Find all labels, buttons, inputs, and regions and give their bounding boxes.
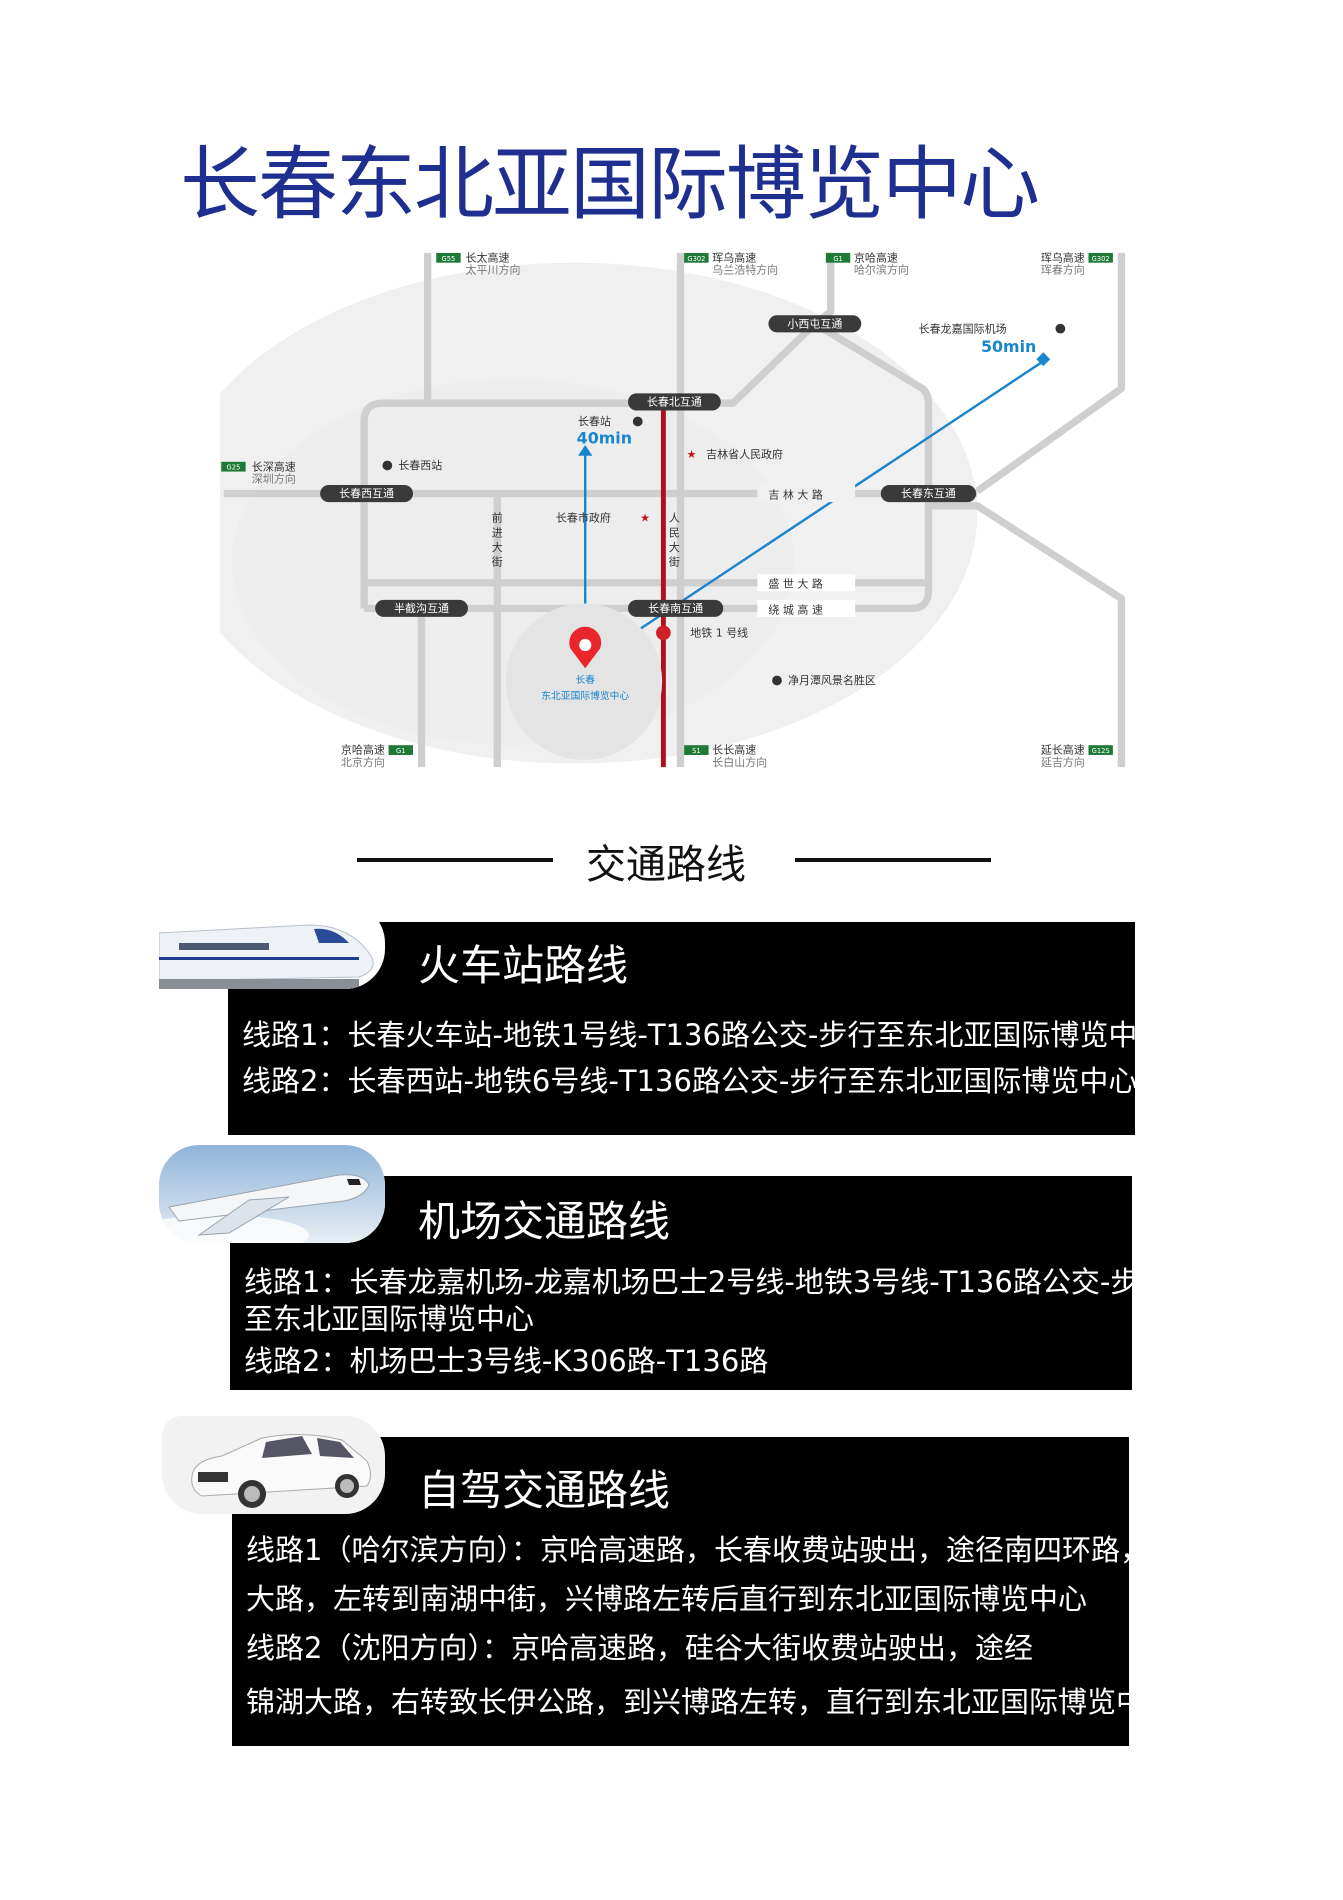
svg-text:长春南互通: 长春南互通 bbox=[648, 602, 703, 615]
train-station-icon bbox=[382, 460, 393, 471]
route-line: 线路2：长春西站-地铁6号线-T136路公交-步行至东北亚国际博览中心 bbox=[242, 1064, 1138, 1098]
road-raocheng: 绕 城 高 速 bbox=[768, 602, 822, 616]
section-title: 交通路线 bbox=[586, 842, 746, 888]
section-header: 交通路线 bbox=[0, 828, 1343, 888]
highway-badge bbox=[388, 745, 413, 755]
divider bbox=[795, 858, 991, 862]
svg-text:小西屯互通: 小西屯互通 bbox=[787, 317, 842, 330]
poi-station: 长春站 bbox=[578, 414, 611, 428]
road-jilin: 吉 林 大 路 bbox=[768, 487, 822, 501]
route-line: 线路1：长春龙嘉机场-龙嘉机场巴士2号线-地铁3号线-T136路公交-步行 bbox=[244, 1265, 1169, 1299]
airplane-image bbox=[159, 1145, 385, 1243]
route-title: 机场交通路线 bbox=[418, 1197, 671, 1246]
airport-icon bbox=[1055, 323, 1066, 334]
venue-label-2: 东北亚国际博览中心 bbox=[541, 689, 629, 702]
car-image bbox=[162, 1416, 385, 1514]
highway-code: S1 bbox=[692, 747, 701, 755]
train-image bbox=[159, 903, 385, 989]
svg-text:北京方向: 北京方向 bbox=[341, 755, 385, 769]
svg-text:太平川方向: 太平川方向 bbox=[466, 263, 521, 277]
highway-badge bbox=[684, 745, 709, 755]
star-icon: ★ bbox=[640, 512, 650, 525]
star-icon: ★ bbox=[687, 448, 697, 461]
svg-text:长春西互通: 长春西互通 bbox=[339, 487, 394, 500]
route-line: 大路，左转到南湖中街，兴博路左转后直行到东北亚国际博览中心 bbox=[246, 1582, 1088, 1616]
highway-badge bbox=[825, 252, 851, 263]
road-renmin: 人民大街 bbox=[669, 512, 680, 569]
svg-text:珲乌高速: 珲乌高速 bbox=[1041, 250, 1085, 264]
svg-text:长白山方向: 长白山方向 bbox=[712, 755, 767, 769]
highway-code: G25 bbox=[227, 464, 241, 472]
road-qianjin: 前进大街 bbox=[492, 511, 503, 569]
poi-airport: 长春龙嘉国际机场 bbox=[919, 321, 1007, 335]
metro-icon bbox=[656, 625, 671, 641]
svg-text:延长高速: 延长高速 bbox=[1041, 743, 1085, 757]
route-title: 自驾交通路线 bbox=[418, 1466, 671, 1515]
highway-code: G1 bbox=[833, 255, 842, 263]
highway-badge bbox=[436, 252, 461, 263]
road-shengshi: 盛 世 大 路 bbox=[768, 577, 822, 591]
svg-text:长太高速: 长太高速 bbox=[466, 250, 510, 264]
poi-city-gov: 长春市政府 bbox=[556, 511, 611, 525]
airport-time: 50min bbox=[981, 337, 1036, 356]
divider bbox=[357, 858, 553, 862]
station-time: 40min bbox=[577, 428, 632, 447]
route-line: 线路1（哈尔滨方向）：京哈高速路，长春收费站驶出，途径南四环路，盛世 bbox=[246, 1533, 1207, 1567]
highway-badge bbox=[684, 252, 709, 263]
highway-badge bbox=[1088, 252, 1113, 263]
svg-text:长长高速: 长长高速 bbox=[712, 743, 756, 757]
highway-code: G12S bbox=[1092, 747, 1110, 755]
svg-text:长春东互通: 长春东互通 bbox=[901, 487, 956, 500]
route-line: 线路2：机场巴士3号线-K306路-T136路 bbox=[244, 1344, 769, 1378]
svg-text:珲春方向: 珲春方向 bbox=[1041, 263, 1085, 277]
svg-text:延吉方向: 延吉方向 bbox=[1041, 755, 1085, 769]
venue-label-1: 长春 bbox=[575, 674, 595, 686]
highway-code: G55 bbox=[442, 255, 456, 263]
scenic-icon bbox=[772, 675, 782, 686]
svg-text:长深高速: 长深高速 bbox=[252, 459, 296, 473]
route-line: 线路1：长春火车站-地铁1号线-T136路公交-步行至东北亚国际博览中心 bbox=[242, 1018, 1167, 1052]
route-card-driving: 自驾交通路线 线路1（哈尔滨方向）：京哈高速路，长春收费站驶出，途径南四环路，盛… bbox=[232, 1437, 1207, 1746]
svg-text:京哈高速: 京哈高速 bbox=[854, 250, 898, 264]
metro-line-label: 地铁 1 号线 bbox=[690, 625, 748, 639]
route-line: 线路2（沈阳方向）：京哈高速路，硅谷大街收费站驶出，途经 bbox=[246, 1631, 1033, 1665]
highway-code: G1 bbox=[396, 747, 405, 755]
venue-highlight bbox=[505, 603, 663, 760]
train-station-icon bbox=[632, 416, 643, 427]
poi-province-gov: 吉林省人民政府 bbox=[706, 447, 783, 461]
svg-text:深圳方向: 深圳方向 bbox=[252, 472, 296, 486]
svg-text:京哈高速: 京哈高速 bbox=[341, 743, 385, 757]
highway-badge bbox=[221, 461, 246, 472]
svg-text:半截沟互通: 半截沟互通 bbox=[394, 601, 449, 615]
svg-text:哈尔滨方向: 哈尔滨方向 bbox=[854, 263, 909, 277]
highway-badge bbox=[1088, 745, 1113, 755]
poi-west-station: 长春西站 bbox=[398, 458, 442, 472]
route-line: 至东北亚国际博览中心 bbox=[244, 1302, 535, 1336]
page-title: 长春东北亚国际博览中心 bbox=[180, 138, 1040, 231]
highway-code: G302 bbox=[687, 255, 705, 263]
svg-text:珲乌高速: 珲乌高速 bbox=[712, 250, 756, 264]
poi-scenic: 净月潭风景名胜区 bbox=[788, 673, 876, 687]
highway-code: G302 bbox=[1092, 255, 1110, 263]
svg-text:乌兰浩特方向: 乌兰浩特方向 bbox=[712, 263, 778, 277]
svg-text:长春北互通: 长春北互通 bbox=[647, 396, 702, 409]
route-line: 锦湖大路，右转致长伊公路，到兴博路左转，直行到东北亚国际博览中心 bbox=[246, 1685, 1175, 1719]
route-title: 火车站路线 bbox=[418, 941, 629, 990]
interchange-labels: 小西屯互通 长春北互通 长春西互通 长春东互通 半截沟互通 长春南互通 bbox=[320, 315, 977, 617]
